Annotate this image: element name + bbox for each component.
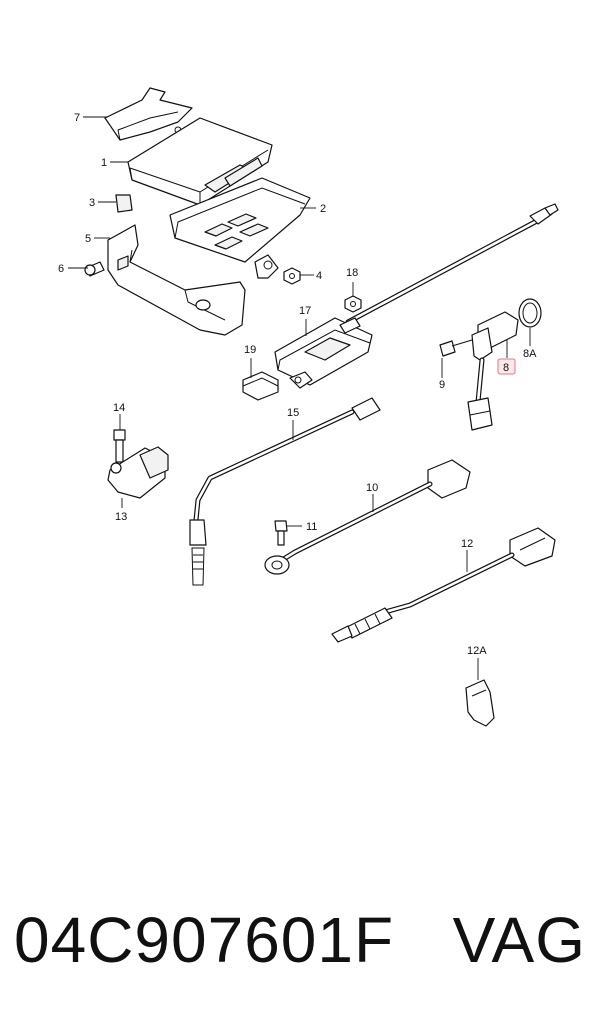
part-8-speed-sensor bbox=[467, 311, 519, 431]
part-5-housing bbox=[107, 224, 246, 336]
highlight-box bbox=[497, 358, 516, 375]
part-14-bolt bbox=[113, 429, 126, 463]
callout-1: 1 bbox=[101, 157, 107, 169]
part-17-sensor-module bbox=[274, 317, 373, 389]
callout-8a: 8A bbox=[523, 348, 537, 360]
part-11-bolt bbox=[274, 520, 288, 546]
callout-18: 18 bbox=[346, 267, 358, 279]
callout-7: 7 bbox=[74, 112, 80, 124]
part-12a-holder bbox=[465, 679, 495, 727]
part-10-knock-sensor bbox=[264, 459, 471, 575]
part-9-bolt bbox=[439, 339, 473, 357]
part-6-screw bbox=[84, 261, 105, 277]
part-18-nut bbox=[344, 295, 362, 313]
part-1-control-unit bbox=[127, 117, 273, 206]
callout-8: 8 bbox=[503, 362, 509, 374]
part-3-clip bbox=[115, 194, 133, 213]
callout-10: 10 bbox=[366, 482, 378, 494]
callout-17: 17 bbox=[299, 305, 311, 317]
callout-9: 9 bbox=[439, 379, 445, 391]
callout-6: 6 bbox=[58, 263, 64, 275]
callout-14: 14 bbox=[113, 402, 125, 414]
callout-5: 5 bbox=[85, 233, 91, 245]
part-4-nut bbox=[283, 267, 301, 285]
part-number-text: 04C907601F bbox=[14, 904, 395, 976]
callout-15: 15 bbox=[287, 407, 299, 419]
callout-labels: 7 1 3 5 6 2 4 18 17 19 9 8 8A 14 13 15 1… bbox=[58, 112, 537, 657]
callout-11: 11 bbox=[306, 521, 317, 533]
part-13-pressure-sensor bbox=[107, 446, 169, 499]
leader-lines bbox=[68, 116, 531, 680]
part-15-temperature-sensor bbox=[189, 397, 381, 586]
callout-2: 2 bbox=[320, 203, 326, 215]
callout-13: 13 bbox=[115, 511, 127, 523]
callout-3: 3 bbox=[89, 197, 95, 209]
part-2-bracket bbox=[169, 177, 311, 279]
callout-4: 4 bbox=[316, 270, 322, 282]
part-12-lambda-probe bbox=[331, 527, 556, 643]
callout-19: 19 bbox=[244, 344, 256, 356]
part-8a-o-ring bbox=[518, 298, 542, 328]
brand-text: VAG bbox=[452, 904, 586, 976]
footer-caption: 04C907601F VAG bbox=[0, 885, 600, 995]
part-19-connector bbox=[242, 371, 279, 401]
parts-diagram: 7 1 3 5 6 2 4 18 17 19 9 8 8A 14 13 15 1… bbox=[58, 87, 559, 727]
callout-12a: 12A bbox=[467, 645, 487, 657]
sensor-cable-upper bbox=[345, 203, 559, 325]
callout-12: 12 bbox=[461, 538, 473, 550]
